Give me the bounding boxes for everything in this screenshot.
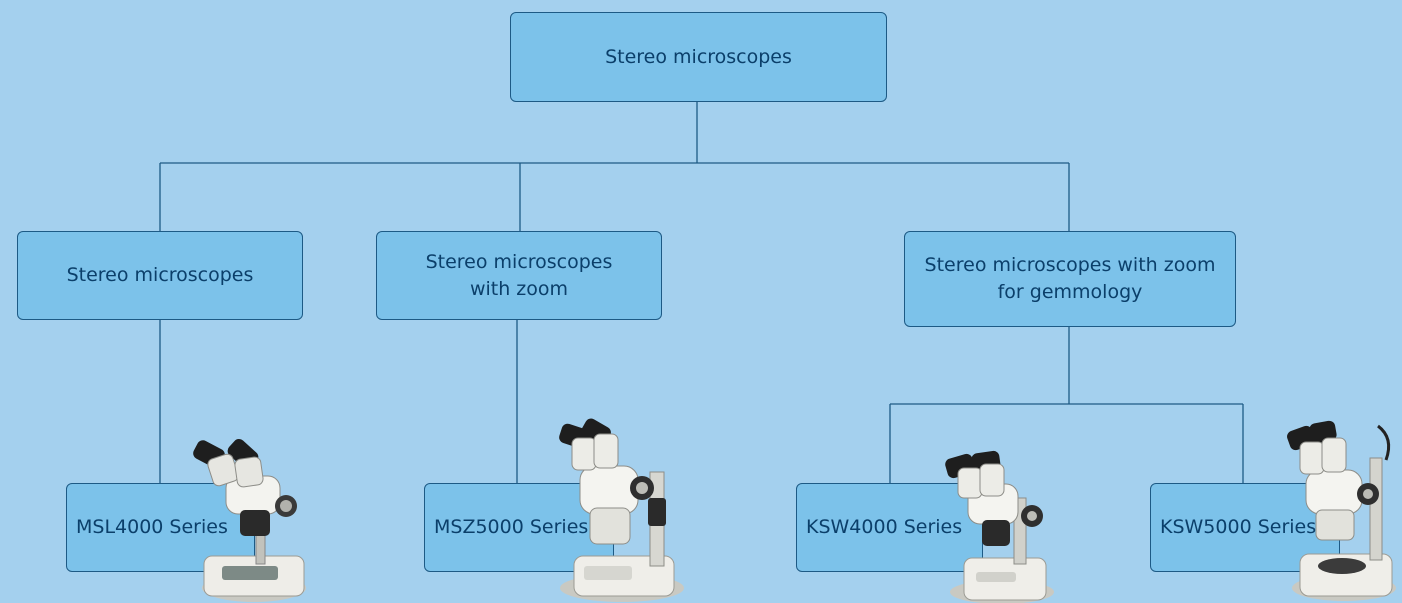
category-label: Stereo microscopes with zoom for gemmolo… [924,254,1216,303]
product-node-ksw4000: KSW4000 Series [796,483,983,572]
product-label: KSW4000 Series [806,516,963,538]
microscope-zoom-image [559,418,684,602]
root-node: Stereo microscopes [510,12,887,102]
microscope-gemmology-image [945,450,1054,603]
root-label: Stereo microscopes [605,45,792,68]
product-label: MSZ5000 Series [434,516,589,538]
category-node-gemmology: Stereo microscopes with zoom for gemmolo… [904,231,1236,327]
product-label: MSL4000 Series [76,516,228,538]
product-label: KSW5000 Series [1160,516,1317,538]
microscope-gemmology-zoom-image [1287,420,1396,601]
category-label: Stereo microscopes with zoom [425,250,613,300]
category-label: Stereo microscopes [66,264,254,287]
category-node-stereo: Stereo microscopes [17,231,303,320]
microscope-image [193,439,306,602]
category-node-stereo-zoom: Stereo microscopes with zoom [376,231,662,320]
